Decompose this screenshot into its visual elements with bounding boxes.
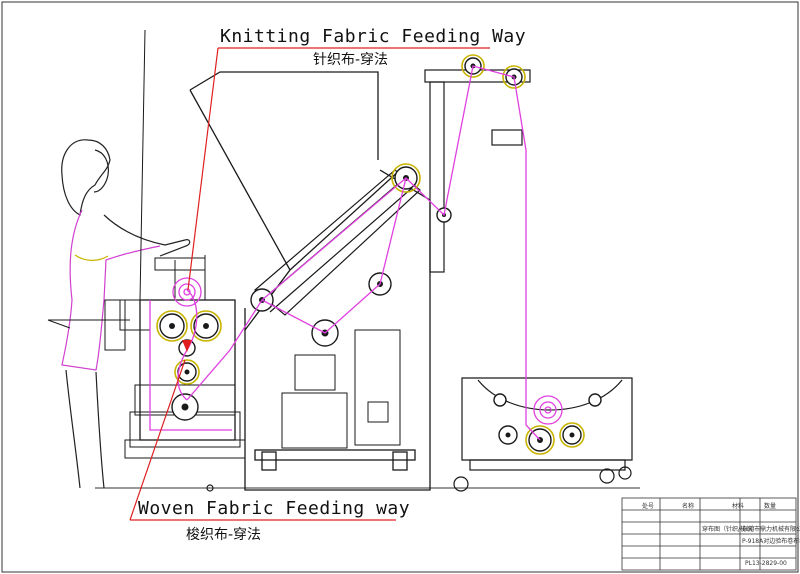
- inclined-conveyor: [254, 169, 421, 316]
- operator-arm: [103, 214, 191, 257]
- tb-machine: P-918A对边验布卷布机: [742, 538, 800, 545]
- left-feed-unit: [47, 29, 246, 459]
- operator-shoulder: [74, 254, 109, 261]
- tb-col-3: 材料: [732, 503, 745, 510]
- tb-col-2: 名称: [682, 503, 695, 510]
- operator-figure: [61, 139, 191, 489]
- rollers: [159, 57, 602, 452]
- operator-face: [93, 149, 109, 193]
- batch-trolley: [461, 377, 633, 471]
- leader-lines: [129, 47, 490, 521]
- woven-label-en: Woven Fabric Feeding way: [138, 498, 411, 519]
- operator-legs: [65, 369, 105, 489]
- fabric-path: [149, 65, 563, 441]
- tb-col-1: 处号: [642, 503, 655, 510]
- roller-highlights: [156, 54, 585, 455]
- motor-unit: [281, 329, 401, 449]
- tb-drawing-name: 穿布图（针织/梭织）: [702, 526, 759, 533]
- operator-body: [61, 209, 161, 371]
- fabric-roll-bottom: [533, 395, 563, 425]
- title-block: [621, 497, 797, 571]
- operator-hair: [61, 139, 111, 216]
- roller-batch-side2: [493, 393, 507, 407]
- overhead-frame: [424, 69, 531, 273]
- main-frame: [189, 71, 431, 491]
- tb-company: 东莞市鼎力机械有限公司: [742, 526, 800, 533]
- fabric-roll-top: [172, 277, 202, 307]
- roller-batch-side: [588, 393, 602, 407]
- roller-hubs: [169, 63, 575, 443]
- woven-label-zh: 梭织布-穿法: [186, 527, 262, 543]
- knitting-label-zh: 针织布-穿法: [313, 52, 389, 68]
- knitting-label-en: Knitting Fabric Feeding Way: [220, 26, 527, 47]
- tb-drawing-no: PL13-2829-00: [745, 560, 787, 567]
- red-arrow-marker: [182, 340, 192, 352]
- trolley-wheels: [206, 466, 632, 492]
- tb-col-4: 数量: [764, 503, 777, 510]
